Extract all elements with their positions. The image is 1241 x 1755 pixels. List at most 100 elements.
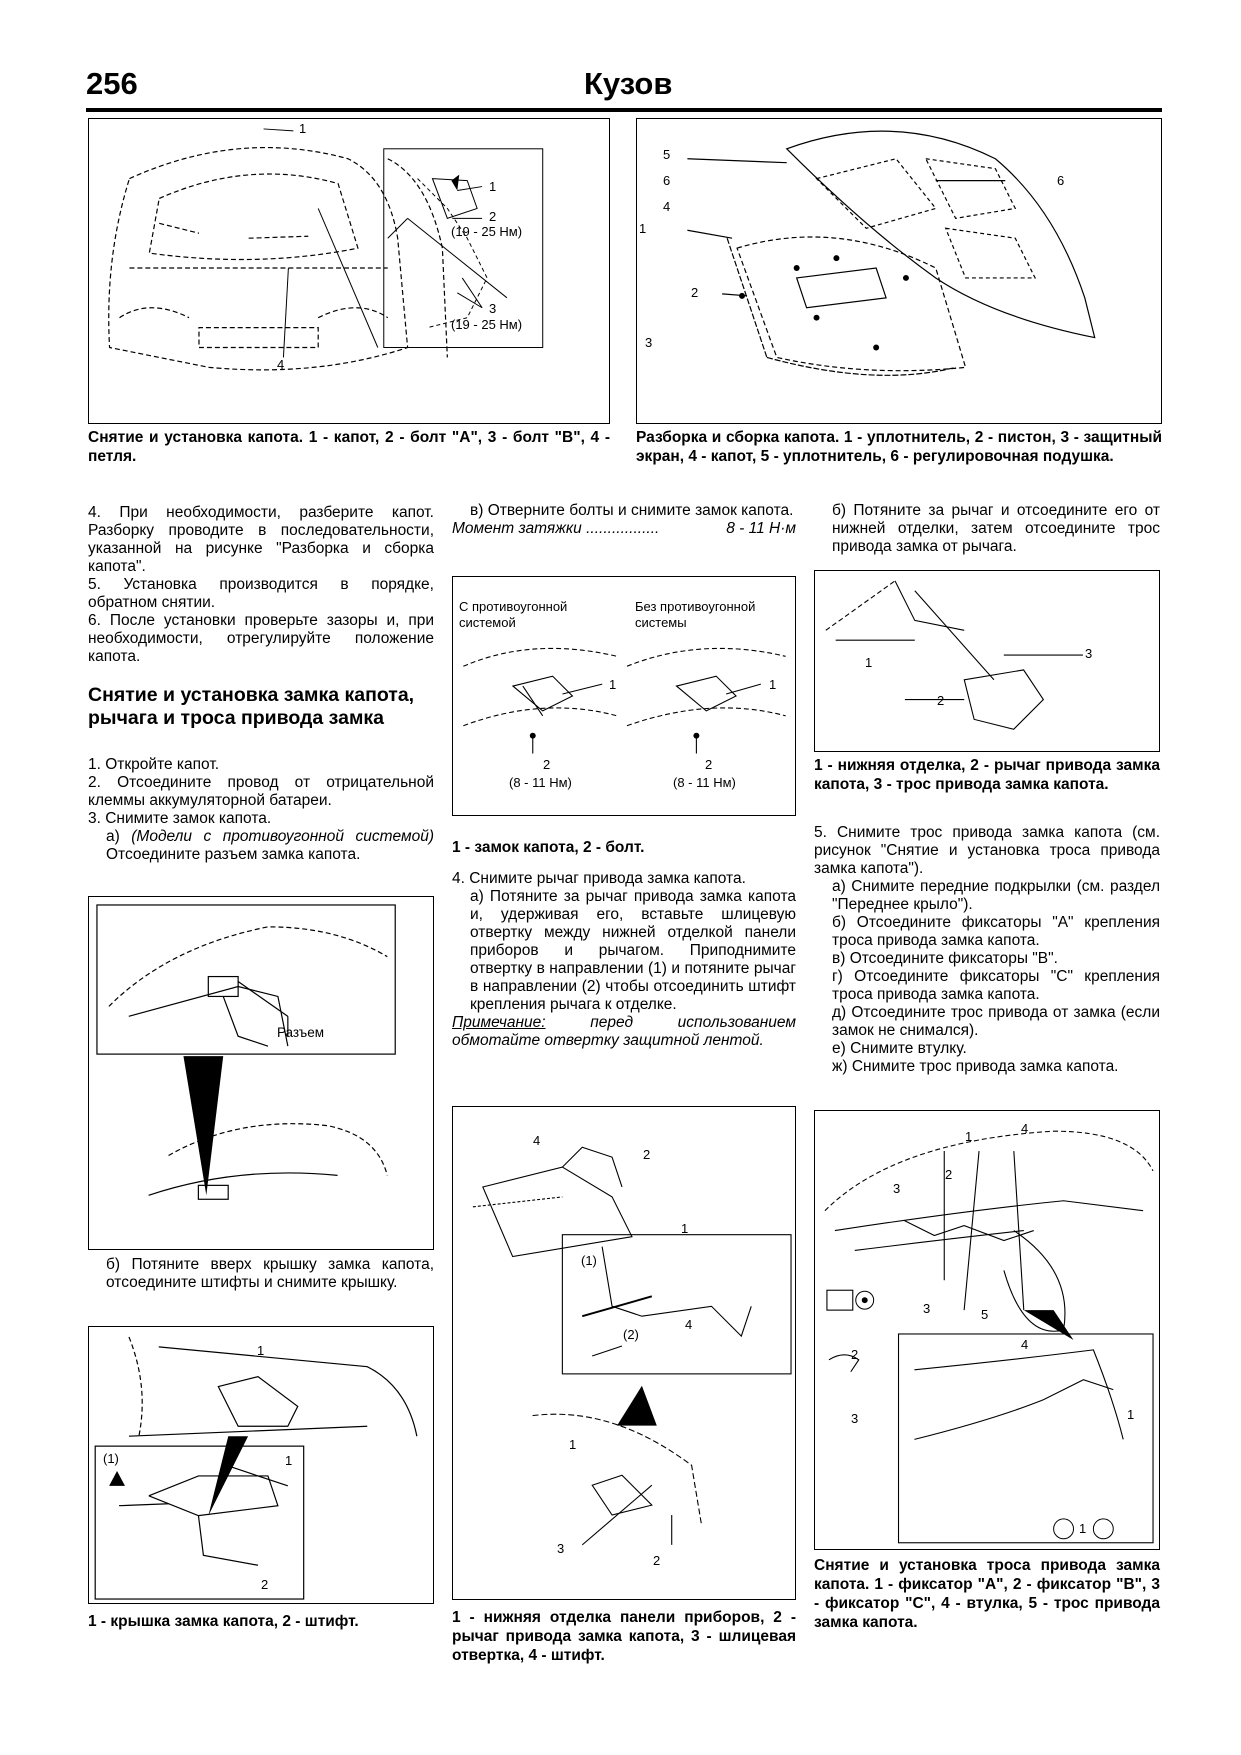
fig5-label-2a: 2 xyxy=(543,757,551,772)
fig6-label-4b: 4 xyxy=(685,1317,693,1332)
step-remove-lock: 3. Снимите замок капота. xyxy=(88,810,272,827)
fig8-label-3b: 3 xyxy=(923,1301,931,1316)
fig2-label-5: 5 xyxy=(663,147,671,162)
fig7-caption: 1 - нижняя отделка, 2 - рычаг привода за… xyxy=(814,757,1160,793)
fig5-label-2b: 2 xyxy=(705,757,713,772)
fig1-torque-3: (19 - 25 Нм) xyxy=(451,317,523,332)
note: Примечание: перед использованием обмотай… xyxy=(452,1014,796,1049)
figure-hood-disassembly: 5 6 4 1 6 2 3 xyxy=(636,118,1162,424)
col2-text-middle: 4. Снимите рычаг привода замка капота. а… xyxy=(452,870,796,1050)
fig8-inset-label-1a: 1 xyxy=(1127,1407,1135,1422)
fig8-caption: Снятие и установка троса привода замка к… xyxy=(814,1557,1160,1631)
step-5: 5. Снимите трос привода замка капота (см… xyxy=(814,824,1160,877)
fig8-label-5: 5 xyxy=(981,1307,989,1322)
figure-hood-removal: 1 1 2 (19 - 25 Нм) 3 (19 - 25 Нм) 4 xyxy=(88,118,610,424)
fig8-inset-label-1b: 1 xyxy=(1079,1521,1087,1536)
lever-cable-drawing xyxy=(825,580,1083,730)
fig5-label-1b: 1 xyxy=(769,677,777,692)
subsection-heading: Снятие и установка замка капота, рычага … xyxy=(88,684,415,729)
col3-text-top: б) Потяните за рычаг и отсоедините его о… xyxy=(814,502,1160,556)
step-3a: а) (Модели с противоугонной системой) От… xyxy=(106,828,434,863)
fig6-label-4: 4 xyxy=(533,1133,541,1148)
fig4-caption: 1 - крышка замка капота, 2 - штифт. xyxy=(88,1613,359,1630)
fig7-label-1: 1 xyxy=(865,655,873,670)
torque-spec: Момент затяжки .................8 - 11 Н… xyxy=(452,520,796,537)
fig2-label-3: 3 xyxy=(645,335,653,350)
para-installation: 5. Установка производится в порядке, обр… xyxy=(88,576,434,611)
fig1-torque-2: (19 - 25 Нм) xyxy=(451,224,523,239)
step-3v: в) Отверните болты и снимите замок капот… xyxy=(470,502,794,519)
fig4-arrow-1: (1) xyxy=(103,1451,119,1466)
step-5a: а) Снимите передние подкрылки (см. разде… xyxy=(832,878,1160,913)
fig6-label-3: 3 xyxy=(557,1541,565,1556)
lock-cover-drawing xyxy=(94,1336,418,1600)
step-5e: е) Снимите втулку. xyxy=(832,1040,967,1057)
fig4-label-1b: 1 xyxy=(285,1453,293,1468)
lever-removal-drawing xyxy=(472,1146,792,1546)
connector-drawing xyxy=(96,904,396,1200)
fig5-without-alarm: Без противоугонной системы xyxy=(635,599,756,630)
step-5g: г) Отсоедините фиксаторы "С" крепления т… xyxy=(832,968,1160,1003)
step-5b: б) Отсоедините фиксаторы "А" крепления т… xyxy=(832,914,1160,949)
step-5v: в) Отсоедините фиксаторы "В". xyxy=(832,950,1058,967)
figure-cable-removal: 1 4 2 3 3 5 2 3 4 1 1 xyxy=(814,1110,1160,1550)
fig2-label-4: 4 xyxy=(663,199,671,214)
fig2-caption: Разборка и сборка капота. 1 - уплотнител… xyxy=(636,429,1162,465)
cable-removal-drawing xyxy=(824,1130,1154,1544)
figure-lever-removal: 4 2 1 (1) (2) 4 1 3 2 xyxy=(452,1106,796,1600)
fig4-label-1: 1 xyxy=(257,1343,265,1358)
fig8-side-label-3: 3 xyxy=(851,1411,859,1426)
fig6-arrow-1: (1) xyxy=(581,1253,597,1268)
fig8-label-4: 4 xyxy=(1021,1121,1029,1136)
step-3b: б) Потяните вверх крышку замка капота, о… xyxy=(106,1256,434,1291)
fig1-label-3: 3 xyxy=(489,301,497,316)
step-5d: д) Отсоедините трос привода от замка (ес… xyxy=(832,1004,1160,1039)
figure-lever-cable: 3 1 2 xyxy=(814,570,1160,752)
fig5-with-alarm: С противоугонной системой xyxy=(459,599,568,630)
col2-text-top: в) Отверните болты и снимите замок капот… xyxy=(452,502,796,538)
fig2-label-6b: 6 xyxy=(1057,173,1065,188)
col3-text-middle: 5. Снимите трос привода замка капота (см… xyxy=(814,824,1160,1076)
col1-steps: 1. Откройте капот. 2. Отсоедините провод… xyxy=(88,756,434,864)
fig8-label-3: 3 xyxy=(893,1181,901,1196)
fig8-inset-label-4: 4 xyxy=(1021,1337,1029,1352)
hood-disassembly-drawing xyxy=(687,130,1096,376)
fig1-caption: Снятие и установка капота. 1 - капот, 2 … xyxy=(88,429,610,465)
fig8-side-label-2: 2 xyxy=(851,1347,859,1362)
step-disconnect-battery: 2. Отсоедините провод от отрицательной к… xyxy=(88,774,434,809)
col1-text: 4. При необходимости, разберите капот. Р… xyxy=(88,504,434,666)
fig8-label-1: 1 xyxy=(965,1129,973,1144)
step-4b: б) Потяните за рычаг и отсоедините его о… xyxy=(832,502,1160,555)
fig5-torque-a: (8 - 11 Нм) xyxy=(509,775,572,790)
fig6-label-2: 2 xyxy=(643,1147,651,1162)
step-4a: а) Потяните за рычаг привода замка капот… xyxy=(470,888,796,1013)
fig1-label-4: 4 xyxy=(277,357,285,372)
hood-lock-drawing xyxy=(463,647,786,754)
fig6-label-1b: 1 xyxy=(569,1437,577,1452)
fig2-label-6: 6 xyxy=(663,173,671,188)
fig7-label-2: 2 xyxy=(937,693,945,708)
fig5-caption: 1 - замок капота, 2 - болт. xyxy=(452,839,645,856)
figure-lock-cover: 1 (1) 1 2 xyxy=(88,1326,434,1604)
fig4-label-2: 2 xyxy=(261,1577,269,1592)
fig7-label-3: 3 xyxy=(1085,646,1093,661)
para-disassemble: 4. При необходимости, разберите капот. Р… xyxy=(88,504,434,575)
fig2-label-1: 1 xyxy=(639,221,647,236)
para-check-gaps: 6. После установки проверьте зазоры и, п… xyxy=(88,612,434,665)
section-title: Кузов xyxy=(584,66,673,101)
step-5zh: ж) Снимите трос привода замка капота. xyxy=(832,1058,1119,1075)
figure-hood-lock: С противоугонной системой Без противоуго… xyxy=(452,576,796,816)
fig5-label-1a: 1 xyxy=(609,677,617,692)
page-number: 256 xyxy=(86,66,138,101)
figure-connector: Разъем xyxy=(88,896,434,1250)
fig6-label-2b: 2 xyxy=(653,1553,661,1568)
fig2-label-2: 2 xyxy=(691,285,699,300)
step-open-hood: 1. Откройте капот. xyxy=(88,756,220,773)
fig6-arrow-2: (2) xyxy=(623,1327,639,1342)
fig6-label-1a: 1 xyxy=(681,1221,689,1236)
fig1-label-2: 2 xyxy=(489,209,497,224)
fig1-label-1: 1 xyxy=(299,121,307,136)
fig8-label-2: 2 xyxy=(945,1167,953,1182)
step-4: 4. Снимите рычаг привода замка капота. xyxy=(452,870,746,887)
hood-removal-drawing xyxy=(108,128,544,371)
